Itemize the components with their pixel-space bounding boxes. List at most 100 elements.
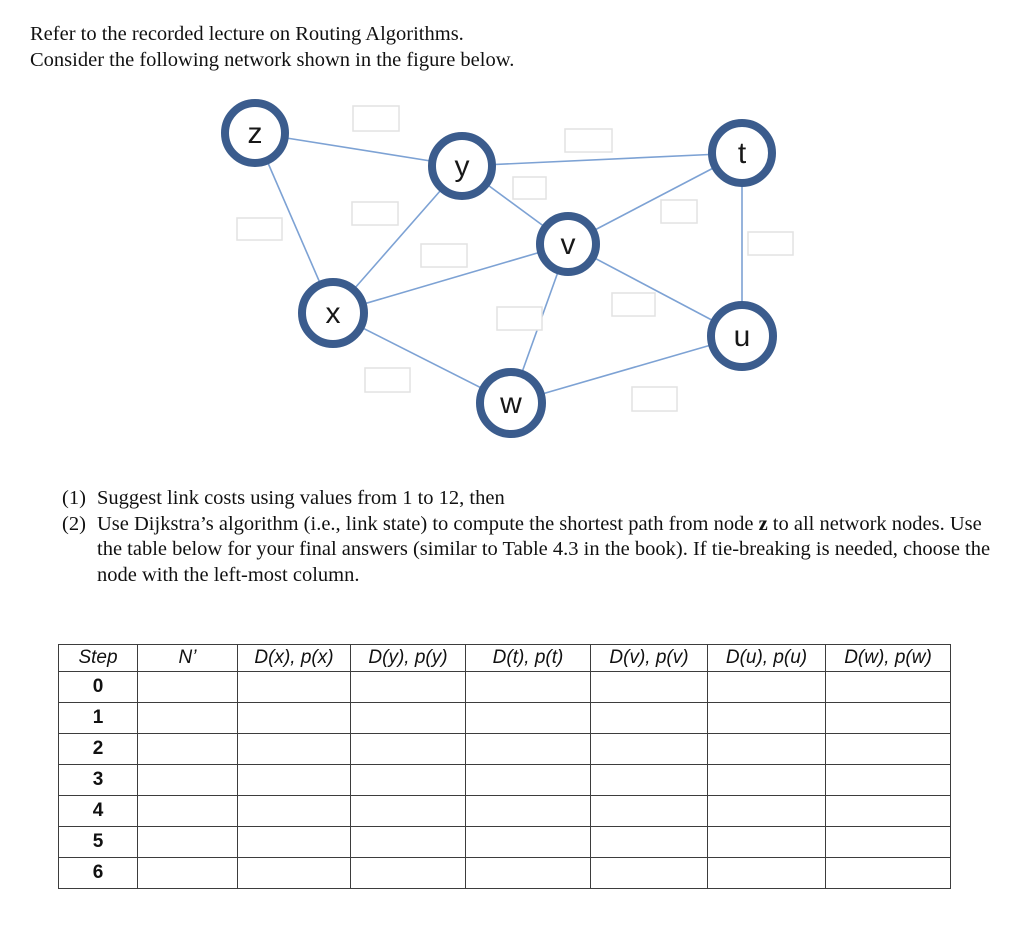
answer-cell — [350, 764, 466, 796]
answer-cell — [465, 795, 591, 827]
node-t: t — [708, 119, 776, 187]
answer-cell — [707, 702, 826, 734]
instruction-2-text: Use Dijkstra’s algorithm (i.e., link sta… — [97, 512, 991, 586]
answer-cell — [707, 795, 826, 827]
link-cost-box-z-y — [352, 105, 400, 132]
table-header-row: Step N’ D(x), p(x) D(y), p(y) D(t), p(t)… — [58, 644, 951, 672]
edge-w-u — [510, 335, 743, 404]
instructions: (1) Suggest link costs using values from… — [62, 486, 997, 588]
answer-cell — [707, 671, 826, 703]
link-cost-box-v-u — [611, 292, 656, 317]
answer-cell — [465, 764, 591, 796]
answer-cell — [465, 733, 591, 765]
answer-cell — [137, 795, 238, 827]
dijkstra-answer-table: Step N’ D(x), p(x) D(y), p(y) D(t), p(t)… — [58, 644, 951, 889]
instruction-2-marker: (2) — [62, 512, 86, 535]
intro-text: Refer to the recorded lecture on Routing… — [30, 22, 514, 73]
table-row: 2 — [58, 733, 951, 765]
edge-x-v — [332, 243, 569, 314]
answer-cell — [137, 764, 238, 796]
answer-cell — [825, 826, 951, 858]
answer-cell — [465, 826, 591, 858]
step-cell: 1 — [58, 702, 138, 734]
answer-cell — [137, 671, 238, 703]
answer-cell — [465, 702, 591, 734]
answer-cell — [707, 733, 826, 765]
node-v-circle — [536, 212, 600, 276]
answer-cell — [137, 857, 238, 889]
instruction-1-marker: (1) — [62, 487, 86, 509]
answer-cell — [825, 857, 951, 889]
answer-cell — [350, 702, 466, 734]
answer-cell — [707, 764, 826, 796]
col-header-nprime: N’ — [137, 644, 238, 672]
answer-cell — [825, 795, 951, 827]
answer-cell — [237, 702, 351, 734]
answer-cell — [137, 733, 238, 765]
node-w: w — [476, 368, 546, 438]
table-row: 5 — [58, 826, 951, 858]
node-x-circle — [298, 278, 368, 348]
answer-cell — [137, 826, 238, 858]
answer-cell — [590, 702, 708, 734]
col-header-dy: D(y), p(y) — [350, 644, 466, 672]
answer-cell — [350, 795, 466, 827]
table-row: 6 — [58, 857, 951, 889]
network-diagram: z y t v x u w — [221, 99, 794, 438]
node-w-label: w — [499, 387, 522, 420]
bold-node-z: z — [758, 512, 768, 535]
answer-cell — [590, 764, 708, 796]
answer-cell — [590, 857, 708, 889]
link-cost-box-w-u — [631, 386, 678, 412]
table-row: 3 — [58, 764, 951, 796]
col-header-du: D(u), p(u) — [707, 644, 826, 672]
node-z: z — [221, 99, 289, 167]
nodes: z y t v x u w — [221, 99, 777, 438]
answer-cell — [237, 733, 351, 765]
answer-cell — [825, 702, 951, 734]
node-t-label: t — [738, 137, 747, 170]
link-cost-boxes — [236, 105, 794, 412]
step-cell: 0 — [58, 671, 138, 703]
answer-cell — [350, 826, 466, 858]
step-cell: 6 — [58, 857, 138, 889]
edges — [254, 132, 743, 404]
intro-line-2: Consider the following network shown in … — [30, 48, 515, 71]
answer-cell — [707, 826, 826, 858]
answer-cell — [137, 702, 238, 734]
answer-cell — [590, 795, 708, 827]
node-x: x — [298, 278, 368, 348]
answer-cell — [350, 857, 466, 889]
table-row: 4 — [58, 795, 951, 827]
col-header-step: Step — [58, 644, 138, 672]
answer-cell — [237, 671, 351, 703]
answer-cell — [590, 671, 708, 703]
node-v: v — [536, 212, 600, 276]
answer-cell — [590, 826, 708, 858]
answer-cell — [237, 795, 351, 827]
node-z-label: z — [248, 117, 263, 150]
link-cost-box-y-x — [351, 201, 399, 226]
instruction-item-1: (1) Suggest link costs using values from… — [62, 486, 997, 512]
step-cell: 2 — [58, 733, 138, 765]
answer-cell — [465, 671, 591, 703]
col-header-dw: D(w), p(w) — [825, 644, 951, 672]
step-cell: 3 — [58, 764, 138, 796]
link-cost-box-v-w — [496, 306, 543, 331]
link-cost-box-z-x — [236, 217, 283, 241]
answer-cell — [350, 733, 466, 765]
answer-cell — [237, 857, 351, 889]
col-header-dt: D(t), p(t) — [465, 644, 591, 672]
col-header-dv: D(v), p(v) — [590, 644, 708, 672]
answer-cell — [707, 857, 826, 889]
link-cost-box-y-v — [512, 176, 547, 200]
step-cell: 5 — [58, 826, 138, 858]
step-cell: 4 — [58, 795, 138, 827]
answer-cell — [825, 671, 951, 703]
intro-line-1: Refer to the recorded lecture on Routing… — [30, 23, 464, 45]
instruction-1-text: Suggest link costs using values from 1 t… — [97, 487, 505, 509]
link-cost-box-x-v — [420, 243, 468, 268]
node-y-circle — [428, 132, 496, 200]
edge-z-y — [254, 132, 463, 167]
